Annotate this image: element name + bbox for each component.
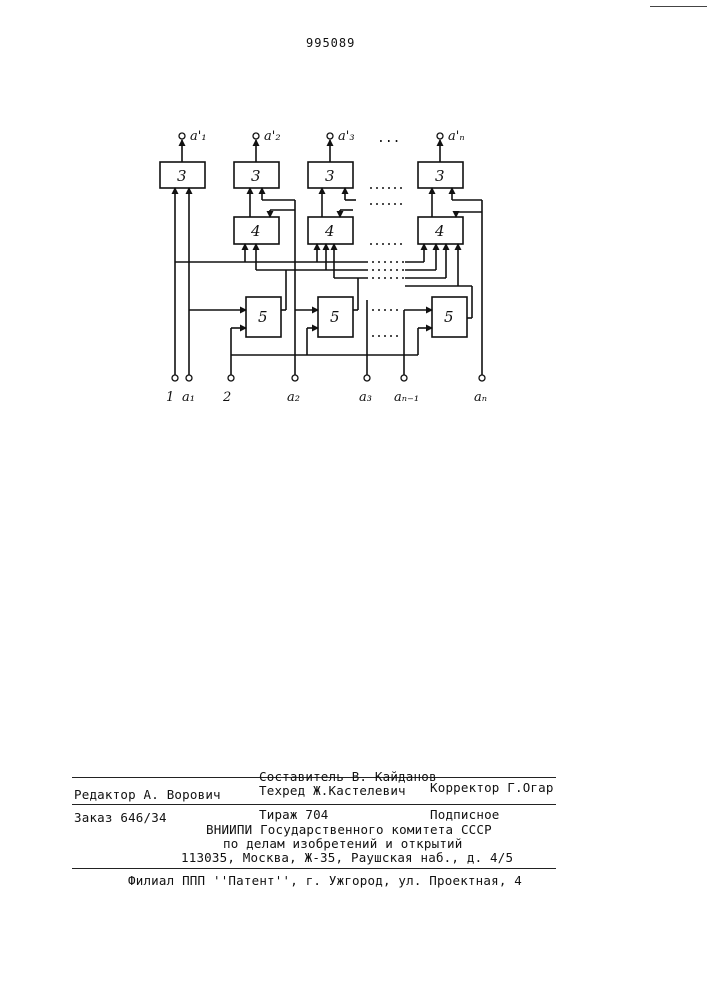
input-label-1: 1 xyxy=(166,390,174,405)
block-5-label: 5 xyxy=(330,308,340,326)
input-label-a2: a₂ xyxy=(287,390,300,405)
block-3-label: 3 xyxy=(435,167,445,185)
order: Заказ 646/34 xyxy=(74,810,167,825)
address: 113035, Москва, Ж-35, Раушская наб., д. … xyxy=(181,850,513,865)
output-label-1: a'₁ xyxy=(190,129,207,144)
footer-rule-mid xyxy=(72,804,556,805)
input-label-a3: a₃ xyxy=(359,390,372,405)
techred: Техред Ж.Кастелевич xyxy=(259,783,406,798)
output-label-2: a'₂ xyxy=(264,129,281,144)
block-4-label: 4 xyxy=(250,222,261,240)
block-5-label: 5 xyxy=(444,308,454,326)
circuit-diagram: 3 3 3 3 4 4 4 5 5 5 a'₁ a'₂ a'₃ a'ₙ ... … xyxy=(0,0,707,420)
output-label-n: a'ₙ xyxy=(448,129,465,144)
block-5-label: 5 xyxy=(258,308,268,326)
branch: Филиал ППП ''Патент'', г. Ужгород, ул. П… xyxy=(128,873,522,888)
compiler: Составитель В. Кайданов xyxy=(259,769,437,784)
circulation: Тираж 704 xyxy=(259,807,329,822)
input-label-an-1: aₙ₋₁ xyxy=(394,390,419,405)
org-line-2: по делам изобретений и открытий xyxy=(223,836,463,851)
footer-rule-bottom xyxy=(72,868,556,869)
input-label-an: aₙ xyxy=(474,390,487,405)
ellipsis: ... xyxy=(377,131,400,146)
block-3-label: 3 xyxy=(177,167,187,185)
corrector: Корректор Г.Огар xyxy=(430,780,554,795)
block-4-label: 4 xyxy=(434,222,445,240)
editor: Редактор А. Ворович xyxy=(74,787,221,802)
block-3-label: 3 xyxy=(325,167,335,185)
subscription: Подписное xyxy=(430,807,500,822)
org-line-1: ВНИИПИ Государственного комитета СССР xyxy=(206,822,492,837)
block-4-label: 4 xyxy=(324,222,335,240)
block-3-label: 3 xyxy=(251,167,261,185)
input-label-a1: a₁ xyxy=(182,390,195,405)
output-label-3: a'₃ xyxy=(338,129,355,144)
input-label-2: 2 xyxy=(222,390,231,405)
